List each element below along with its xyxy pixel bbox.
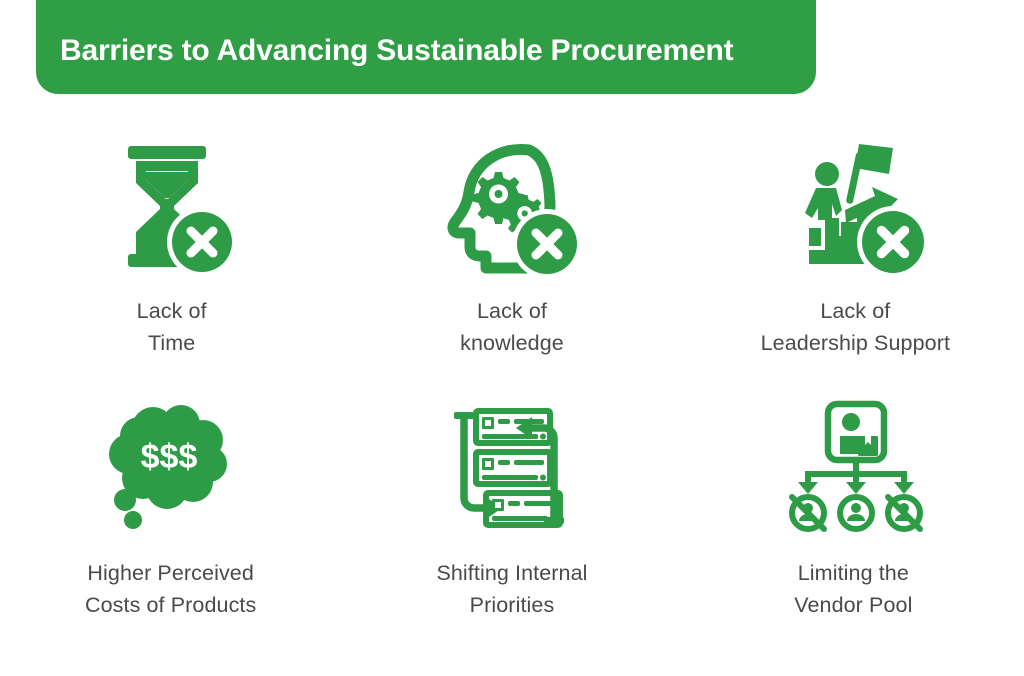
dollars-text: $$$ — [140, 438, 197, 476]
barrier-label: Limiting the Vendor Pool — [794, 561, 913, 617]
hourglass-icon — [98, 132, 248, 282]
barrier-label: Lack of Leadership Support — [760, 299, 951, 355]
barrier-card-lack-of-time: Lack of Time — [0, 110, 341, 380]
x-circle-badge-icon — [516, 214, 577, 274]
barrier-label: Higher Perceived Costs of Products — [84, 561, 257, 617]
vendor-node-active — [837, 494, 876, 532]
x-circle-badge-icon — [862, 211, 925, 273]
thought-bubble-dollars-icon: $$$ — [99, 398, 239, 538]
server-bar — [483, 490, 564, 528]
barrier-card-shifting-internal-priorities: Shifting Internal Priorities — [341, 380, 682, 650]
vendor-hierarchy-blocked-icon — [785, 398, 925, 538]
barrier-card-higher-perceived-costs: $$$ Higher Perceived Costs of Products — [0, 380, 341, 650]
server-stack-cycle-icon — [440, 398, 580, 538]
barrier-label: Lack of knowledge — [460, 299, 564, 355]
barrier-card-limiting-the-vendor-pool: Limiting the Vendor Pool — [683, 380, 1024, 650]
head-with-gears-icon — [437, 132, 587, 282]
vendor-node-blocked — [789, 494, 828, 532]
x-circle-badge-icon — [171, 212, 232, 272]
barriers-grid: Lack of Time — [0, 110, 1024, 650]
page-title: Barriers to Advancing Sustainable Procur… — [60, 34, 734, 67]
header-banner: Barriers to Advancing Sustainable Procur… — [36, 0, 816, 94]
barrier-label: Shifting Internal Priorities — [436, 561, 588, 617]
barrier-card-lack-of-knowledge: Lack of knowledge — [341, 110, 682, 380]
server-bar — [473, 408, 554, 446]
server-bar — [473, 449, 554, 487]
barrier-label: Lack of Time — [136, 299, 207, 355]
barrier-card-lack-of-leadership-support: Lack of Leadership Support — [683, 110, 1024, 380]
vendor-node-blocked — [885, 494, 924, 532]
person-climbing-stairs-with-flag-icon — [783, 132, 933, 282]
